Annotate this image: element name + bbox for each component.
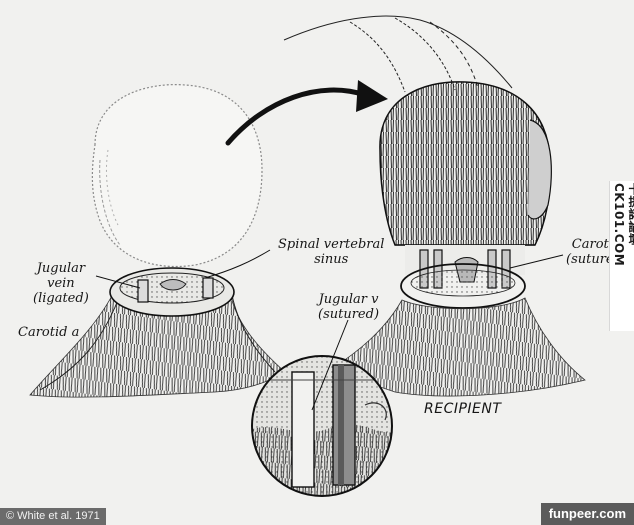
donor-neck-stump <box>109 267 235 317</box>
recipient-head <box>379 81 552 246</box>
nerve-lines <box>283 15 513 93</box>
leader-lines <box>95 249 564 411</box>
transfer-arrow <box>225 80 388 146</box>
side-watermark: 卡提諾論壇 CK101.COM <box>609 181 634 331</box>
recipient-neck <box>400 245 526 309</box>
label-spinal-vertebral-sinus: Spinal vertebral sinus <box>278 237 385 267</box>
label-recipient: RECIPIENT <box>424 401 502 417</box>
site-watermark: funpeer.com <box>540 503 634 525</box>
label-jugular-vein-ligated: Jugular vein (ligated) <box>33 261 89 306</box>
recipient-body <box>329 297 586 397</box>
donor-body <box>29 289 286 398</box>
label-jugular-v-sutured: Jugular v (sutured) <box>318 292 380 322</box>
donor-head <box>91 83 263 268</box>
source-credit: © White et al. 1971 <box>0 508 106 525</box>
magnified-view <box>251 355 393 497</box>
label-carotid-a: Carotid a <box>18 325 80 340</box>
